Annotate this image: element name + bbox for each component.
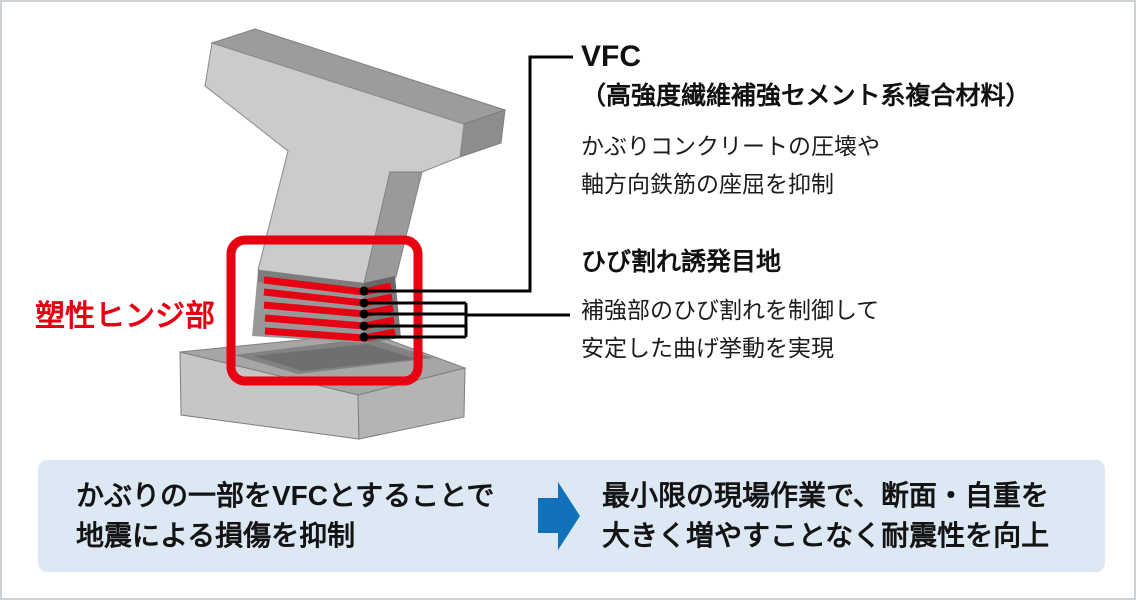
- footing-right-face: [357, 367, 466, 440]
- joint-marker-dot: [359, 286, 369, 296]
- vfc-annotation: VFC （高強度繊維補強セメント系複合材料） かぶりコンクリートの圧壊や 軸方向…: [581, 40, 1031, 203]
- joint-marker-dot: [359, 332, 369, 342]
- joint-marker-dot: [359, 321, 369, 331]
- joint-marker-dots: [359, 286, 369, 342]
- vfc-subtitle: （高強度繊維補強セメント系複合材料）: [581, 81, 1031, 110]
- joint-marker-dot: [359, 298, 369, 308]
- summary-left-line: 地震による損傷を抑制: [76, 520, 356, 551]
- joint-description-line: 補強部のひび割れを制御して: [581, 296, 880, 323]
- vfc-leader-line: [364, 55, 573, 293]
- summary-right-line: 大きく増やすことなく耐震性を向上: [602, 520, 1050, 551]
- arrow-right-shape: [538, 482, 580, 550]
- vfc-title: VFC: [581, 40, 641, 73]
- plastic-hinge-highlight-box: [226, 235, 423, 386]
- summary-panel: かぶりの一部をVFCとすることで 地震による損傷を抑制 最小限の現場作業で、断面…: [38, 460, 1105, 572]
- arrow-right-icon: [538, 482, 580, 550]
- plastic-hinge-label: 塑性ヒンジ部: [35, 300, 215, 333]
- vfc-description-line: 軸方向鉄筋の座屈を抑制: [581, 170, 834, 197]
- summary-right-line: 最小限の現場作業で、断面・自重を: [602, 480, 1049, 511]
- vfc-description-line: かぶりコンクリートの圧壊や: [581, 132, 880, 159]
- joint-description-line: 安定した曲げ挙動を実現: [581, 334, 834, 361]
- column-side-face: [363, 171, 423, 285]
- joint-marker-dot: [359, 309, 369, 319]
- summary-left-text: かぶりの一部をVFCとすることで 地震による損傷を抑制: [76, 476, 538, 556]
- summary-left-line: かぶりの一部をVFCとすることで: [76, 480, 495, 511]
- joint-title: ひび割れ誘発目地: [581, 248, 782, 276]
- summary-right-text: 最小限の現場作業で、断面・自重を 大きく増やすことなく耐震性を向上: [602, 476, 1049, 556]
- leader-lines: [364, 55, 573, 339]
- footing-recess-rim: [254, 344, 416, 371]
- joint-annotation: ひび割れ誘発目地 補強部のひび割れを制御して 安定した曲げ挙動を実現: [581, 248, 879, 367]
